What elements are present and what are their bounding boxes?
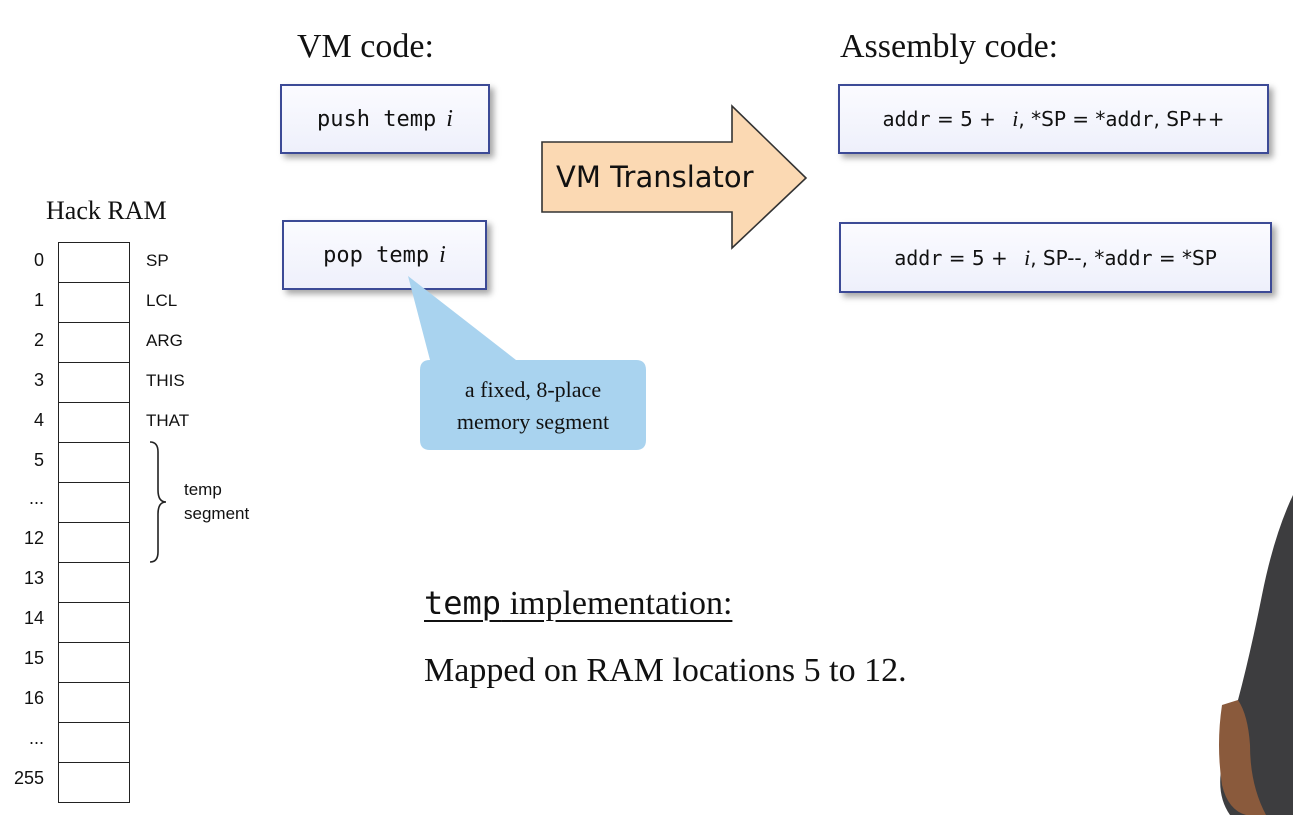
ram-cell: [58, 482, 130, 522]
pop-asm-part2: , SP--, *: [1030, 245, 1105, 270]
pop-temp-box: pop temp i: [282, 220, 487, 290]
push-temp-arg: i: [446, 105, 453, 132]
temp-segment-label: temp segment: [184, 478, 249, 526]
pop-asm-part: = 5 +: [942, 245, 1015, 270]
callout-line-1: a fixed, 8-place: [464, 377, 602, 402]
ram-index: 15: [23, 648, 44, 668]
ram-index: ...: [28, 488, 44, 508]
callout-line-2: memory segment: [456, 409, 610, 434]
ram-cell: [58, 642, 130, 682]
ram-name-lcl: LCL: [146, 291, 178, 310]
presenter-figure: [1219, 495, 1293, 815]
ram-index: 0: [33, 250, 44, 270]
push-asm-addr: addr: [882, 107, 931, 131]
ram-index: 14: [23, 608, 44, 628]
ram-index: 4: [33, 410, 44, 430]
ram-index: 255: [13, 768, 44, 788]
push-assembly-box: addr = 5 + i, *SP = *addr, SP++: [838, 84, 1269, 154]
ram-name-arg: ARG: [146, 331, 183, 350]
hack-ram-title: Hack RAM: [46, 196, 167, 225]
ram-cell: [58, 442, 130, 482]
temp-label-line-1: temp: [184, 480, 222, 499]
temp-keyword: temp: [424, 584, 502, 622]
ram-index: 13: [23, 568, 44, 588]
ram-index: 2: [33, 330, 44, 350]
vm-translator-arrow: [541, 104, 808, 250]
ram-index: 16: [23, 688, 44, 708]
push-asm-part2: , *SP = *: [1018, 107, 1106, 131]
vm-translator-label: VM Translator: [556, 160, 754, 194]
ram-cell: [58, 282, 130, 322]
implementation-title: temp implementation:: [424, 584, 732, 623]
ram-index: 3: [33, 370, 44, 390]
pop-asm-addr2: addr: [1104, 245, 1153, 270]
pop-assembly-box: addr = 5 + i, SP--, *addr = *SP: [839, 222, 1272, 293]
ram-name-sp: SP: [146, 251, 169, 270]
ram-cell: [58, 402, 130, 442]
temp-label-line-2: segment: [184, 504, 250, 523]
temp-segment-brace: [149, 441, 167, 563]
ram-cell: [58, 562, 130, 602]
ram-name-this: THIS: [146, 371, 185, 390]
pop-asm-part3: = *SP: [1152, 245, 1217, 270]
pop-asm-addr: addr: [894, 245, 943, 270]
ram-index: 12: [23, 528, 44, 548]
callout-bubble: [408, 276, 646, 450]
ram-cell: [58, 602, 130, 642]
push-asm-part: = 5 +: [930, 107, 1003, 131]
push-temp-box: push temp i: [280, 84, 490, 154]
callout-text: a fixed, 8-place memory segment: [420, 374, 646, 438]
ram-index: ...: [28, 728, 44, 748]
ram-cell: [58, 522, 130, 562]
ram-cell: [58, 362, 130, 402]
implementation-title-rest: implementation:: [501, 585, 733, 622]
ram-index: 5: [33, 450, 44, 470]
ram-cell: [58, 682, 130, 722]
ram-cell: [58, 762, 130, 802]
push-temp-code: push temp: [317, 106, 437, 132]
implementation-description: Mapped on RAM locations 5 to 12.: [424, 652, 907, 689]
push-asm-addr2: addr: [1105, 107, 1154, 131]
vm-code-heading: VM code:: [297, 28, 434, 65]
pop-asm-i: i: [1024, 244, 1031, 270]
ram-name-that: THAT: [146, 411, 190, 430]
pop-temp-arg: i: [439, 241, 446, 268]
ram-cell: [58, 242, 130, 282]
assembly-code-heading: Assembly code:: [840, 28, 1059, 65]
ram-index: 1: [33, 290, 44, 310]
pop-temp-code: pop temp: [323, 242, 430, 268]
ram-cell: [58, 722, 130, 762]
push-asm-i: i: [1012, 106, 1019, 131]
ram-cell: [58, 322, 130, 362]
push-asm-part3: , SP++: [1153, 107, 1225, 131]
ram-bottom-edge: [58, 802, 130, 803]
